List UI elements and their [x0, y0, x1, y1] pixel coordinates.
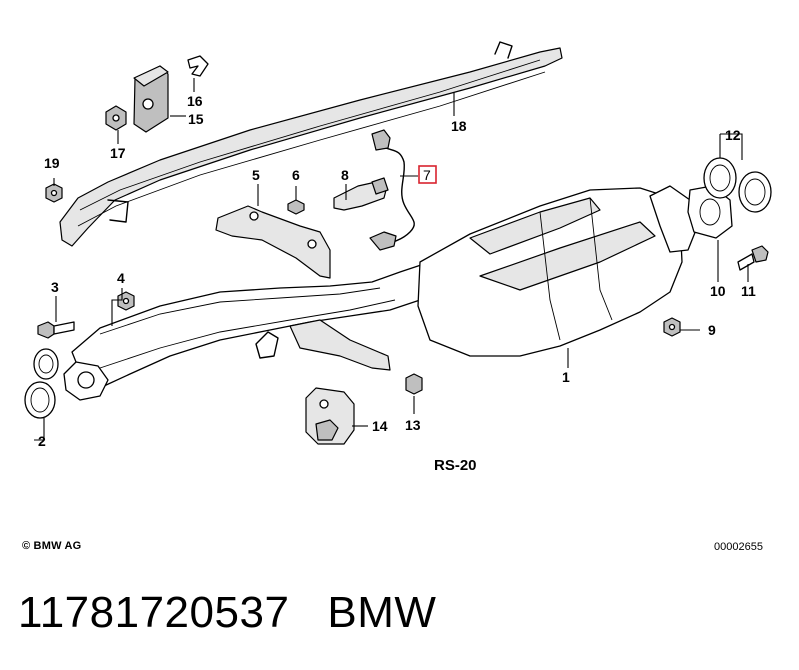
section-code: RS-20 [434, 457, 477, 474]
gasket-2 [24, 348, 59, 419]
mounting-bracket [133, 65, 169, 133]
callout-4: 4 [117, 270, 125, 286]
brand-name: BMW [327, 588, 437, 637]
callout-10: 10 [710, 283, 726, 299]
callout-14: 14 [372, 418, 388, 434]
heat-shield-strip [59, 41, 563, 247]
sensor-clip-8 [333, 177, 389, 211]
spring-clip [187, 55, 209, 77]
callout-19: 19 [44, 155, 60, 171]
callout-17: 17 [110, 145, 126, 161]
support-bracket-5 [215, 205, 331, 279]
leader-lines [34, 78, 749, 441]
footer-caption: 11781720537 BMW [18, 588, 436, 638]
bolt-11 [737, 245, 769, 271]
callout-5: 5 [252, 167, 260, 183]
nut-9 [663, 317, 681, 337]
callout-2: 2 [38, 433, 46, 449]
callout-16: 16 [187, 93, 203, 109]
callout-8: 8 [341, 167, 349, 183]
part-number: 11781720537 [18, 588, 290, 637]
exhaust-parts-diagram: 1 2 3 4 5 6 8 9 10 11 12 13 14 15 16 17 … [24, 41, 772, 474]
callout-1: 1 [562, 369, 570, 385]
copyright-notice: © BMW AG [22, 540, 82, 552]
nut-4 [117, 291, 135, 311]
callout-9: 9 [708, 322, 716, 338]
nut-13 [405, 373, 423, 395]
exhaust-pipe-assembly [63, 185, 697, 401]
callout-6: 6 [292, 167, 300, 183]
oxygen-sensor-7 [369, 129, 415, 251]
callout-11: 11 [741, 283, 756, 299]
document-number: 00002655 [714, 541, 763, 553]
callout-15: 15 [188, 111, 204, 127]
callouts: 1 2 3 4 5 6 8 9 10 11 12 13 14 15 16 17 … [38, 93, 756, 474]
nut-19 [45, 183, 63, 203]
hex-nut-17 [105, 105, 127, 131]
bolt-6 [287, 199, 305, 215]
callout-7: 7 [423, 167, 431, 183]
callout-12: 12 [725, 127, 741, 143]
callout-7-highlight-box [418, 165, 437, 184]
callout-13: 13 [405, 417, 421, 433]
bolt-3 [37, 321, 75, 339]
callout-18: 18 [451, 118, 467, 134]
rubber-mount-14 [305, 387, 355, 445]
callout-3: 3 [51, 279, 59, 295]
